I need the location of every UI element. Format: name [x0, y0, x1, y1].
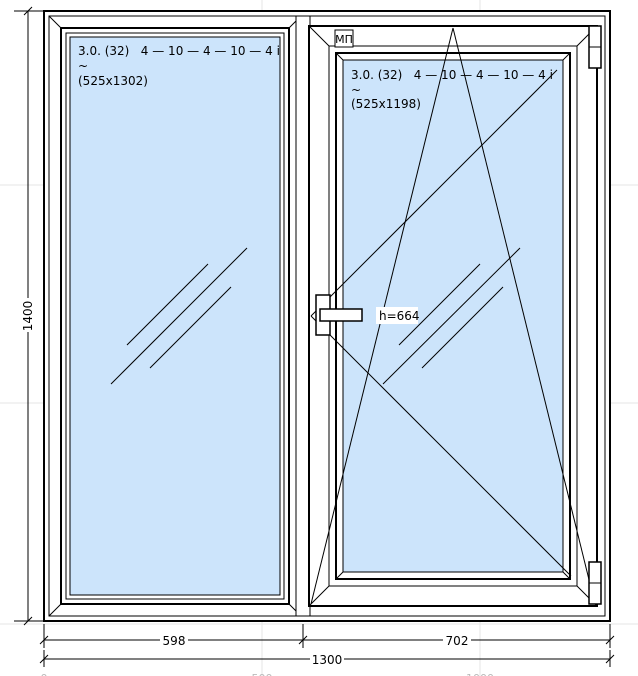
left-glass [69, 36, 281, 596]
section-dimension-line [39, 624, 615, 648]
right-width-value: 702 [446, 634, 469, 648]
left-glass-reflection [110, 247, 248, 385]
ruler-tick-1000: 1000 [466, 672, 494, 676]
height-dimension-value: 1400 [21, 301, 35, 332]
left-glass-mark: ~ [78, 59, 88, 73]
sash-tag-box [334, 29, 354, 48]
right-glass-formula: 3.0. (32) 4 — 10 — 4 — 10 — 4 i [351, 68, 553, 82]
ruler-tick-0: 0 [41, 672, 48, 676]
right-opening-sash [308, 25, 598, 607]
ruler-tick-500: 500 [252, 672, 273, 676]
left-glass-size: (525x1302) [78, 74, 148, 88]
left-fixed-pane [48, 15, 302, 617]
total-width-value: 1300 [312, 653, 343, 667]
window-handle [315, 294, 363, 336]
handle-height-label: h=664 [379, 309, 420, 323]
right-glass-size: (525x1198) [351, 97, 421, 111]
right-glass-mark: ~ [351, 83, 361, 97]
right-glass-reflection [382, 247, 521, 385]
sash-tag: МП [335, 33, 353, 46]
left-glass-formula: 3.0. (32) 4 — 10 — 4 — 10 — 4 i [78, 44, 280, 58]
mullion [295, 15, 311, 617]
left-width-value: 598 [163, 634, 186, 648]
hinge-top [588, 25, 602, 69]
hinge-bottom [588, 561, 602, 605]
handle-height-box [376, 307, 418, 324]
